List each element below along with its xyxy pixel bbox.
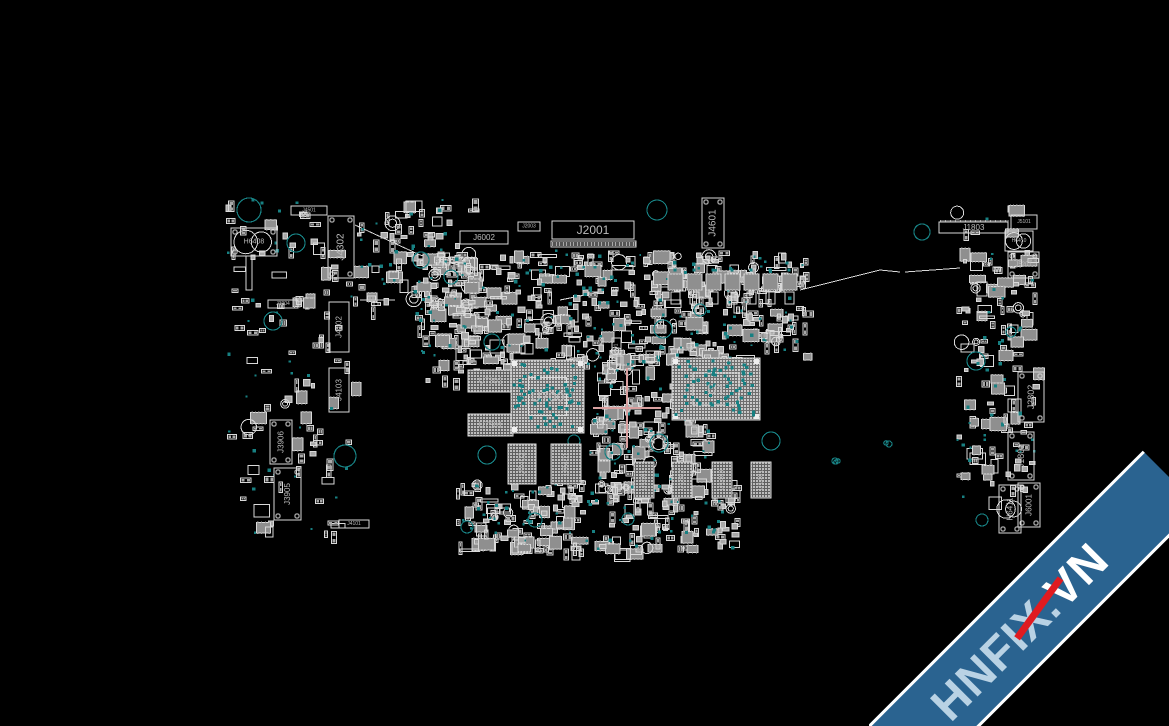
component-u1[interactable]: U1 — [671, 357, 761, 421]
component-j5201[interactable]: J5201 — [1007, 251, 1040, 279]
region-right-power-column — [953, 247, 1045, 511]
component-label: J1801 — [1016, 444, 1026, 469]
component-label: U700 — [531, 389, 565, 405]
component-label: J1803 — [963, 223, 985, 232]
component-j5101[interactable]: J5101 — [1010, 214, 1038, 230]
connector-pin-rows — [550, 220, 1009, 248]
component-u7402[interactable]: U7402 — [507, 443, 537, 485]
component-label: J3906 — [277, 431, 286, 453]
component-label: H1501 — [614, 343, 620, 358]
component-label: U1501 — [641, 470, 648, 491]
component-label: J4601 — [708, 209, 719, 237]
component-u1403[interactable]: U1403 — [711, 461, 733, 499]
component-u1502[interactable]: U1502 — [671, 461, 693, 499]
component-j4302[interactable]: J4302 — [327, 215, 355, 279]
component-label: J4101 — [347, 521, 361, 527]
component-j2802[interactable]: J2802 — [1017, 371, 1045, 423]
component-label: J4302 — [336, 233, 347, 261]
component-label: J5201 — [1015, 262, 1032, 268]
component-h6410[interactable]: H6410 — [1004, 230, 1034, 252]
component-u7401[interactable]: U7401 — [550, 443, 582, 485]
layer-cursor — [593, 368, 661, 448]
component-label: J4103 — [335, 379, 344, 401]
component-u700[interactable]: U700 — [510, 359, 585, 434]
component-j4501[interactable]: J4501 — [290, 205, 328, 216]
component-label: J2802 — [1026, 385, 1036, 410]
power-stage-row — [667, 268, 798, 305]
component-label: U7401 — [562, 452, 571, 476]
component-h6408[interactable]: H6408 — [230, 227, 278, 257]
component-label: J2003 — [522, 224, 536, 230]
component-j6002[interactable]: J6002 — [459, 230, 509, 245]
component-label: H6411 — [1006, 497, 1015, 521]
component-label: J3905 — [283, 483, 292, 505]
component-label: U1403 — [719, 470, 726, 491]
layer-parts — [225, 198, 1045, 563]
component-j2003[interactable]: J2003 — [517, 221, 541, 232]
component-label: J6002 — [473, 233, 495, 242]
component-j4102[interactable]: J4102 — [328, 301, 350, 353]
crosshair-cursor — [593, 368, 661, 448]
component-u1501[interactable]: U1501 — [633, 461, 655, 499]
component-h1501[interactable]: H1501 — [610, 337, 622, 365]
component-j1803[interactable]: J1803 — [938, 221, 1009, 234]
component-label: U7402 — [518, 452, 527, 476]
component-label: U1401 — [758, 470, 765, 491]
component-label: U7302 — [479, 377, 503, 386]
component-label: J4501 — [302, 208, 316, 214]
component-label: H6408 — [244, 239, 265, 246]
component-label: J4102 — [335, 316, 344, 338]
component-label: U1 — [707, 381, 725, 397]
component-j4103[interactable]: J4103 — [328, 367, 350, 413]
layer-nets — [236, 197, 1017, 534]
region-upper-center-dense — [413, 246, 634, 392]
component-j4101[interactable]: J4101 — [338, 519, 370, 529]
component-label: J6001 — [1025, 494, 1034, 516]
component-u7301[interactable]: U7301 — [467, 413, 514, 437]
via-rings — [236, 197, 1017, 534]
component-u7302[interactable]: U7302 — [467, 369, 514, 393]
component-j3905[interactable]: J3905 — [273, 467, 302, 521]
component-label: U7301 — [479, 421, 503, 430]
component-u1401[interactable]: U1401 — [750, 461, 772, 499]
component-j3906[interactable]: J3906 — [269, 419, 293, 465]
component-label: J3904 — [276, 301, 290, 307]
component-j2001[interactable]: J2001 — [551, 220, 635, 240]
component-label: H6410 — [1012, 238, 1027, 244]
component-label: J2001 — [577, 223, 610, 237]
component-j4601[interactable]: J4601 — [701, 197, 725, 249]
component-j3904[interactable]: J3904 — [267, 299, 299, 309]
component-label: J5101 — [1017, 219, 1031, 225]
region-left-connector-column — [225, 198, 369, 544]
component-label: U1502 — [679, 470, 686, 491]
region-lower-center-cluster — [455, 479, 742, 563]
